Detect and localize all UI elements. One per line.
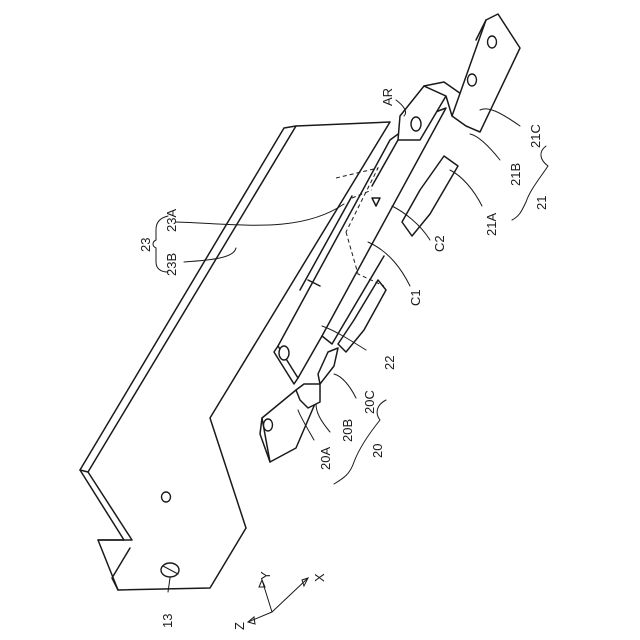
axis-y-label: Y	[258, 571, 273, 580]
label-20c: 20C	[362, 390, 377, 414]
label-21b: 21B	[508, 163, 523, 186]
base-plate-23	[80, 122, 390, 590]
busbar-21-hole	[411, 117, 421, 131]
axis-z-label: Z	[232, 622, 247, 630]
label-20a: 20A	[318, 447, 333, 470]
axis-x-label: X	[312, 573, 327, 582]
label-22: 22	[382, 356, 397, 370]
connector-22-hole	[279, 346, 289, 360]
label-ar: AR	[380, 88, 395, 106]
label-20: 20	[370, 444, 385, 458]
tab-hole-upper	[488, 36, 497, 48]
label-23a: 23A	[164, 209, 179, 232]
label-c2: C2	[432, 235, 447, 252]
axis-triad: X Y Z	[232, 571, 327, 630]
label-13: 13	[160, 614, 175, 628]
mounting-hole	[162, 492, 171, 502]
label-21c: 21C	[528, 124, 543, 148]
label-23b: 23B	[164, 253, 179, 276]
tab-hole-lower	[468, 74, 477, 86]
label-21: 21	[534, 196, 549, 210]
busbar-20-hole	[264, 419, 273, 431]
label-20b: 20B	[340, 419, 355, 442]
label-23: 23	[138, 238, 153, 252]
label-21a: 21A	[484, 213, 499, 236]
label-c1: C1	[408, 289, 423, 306]
